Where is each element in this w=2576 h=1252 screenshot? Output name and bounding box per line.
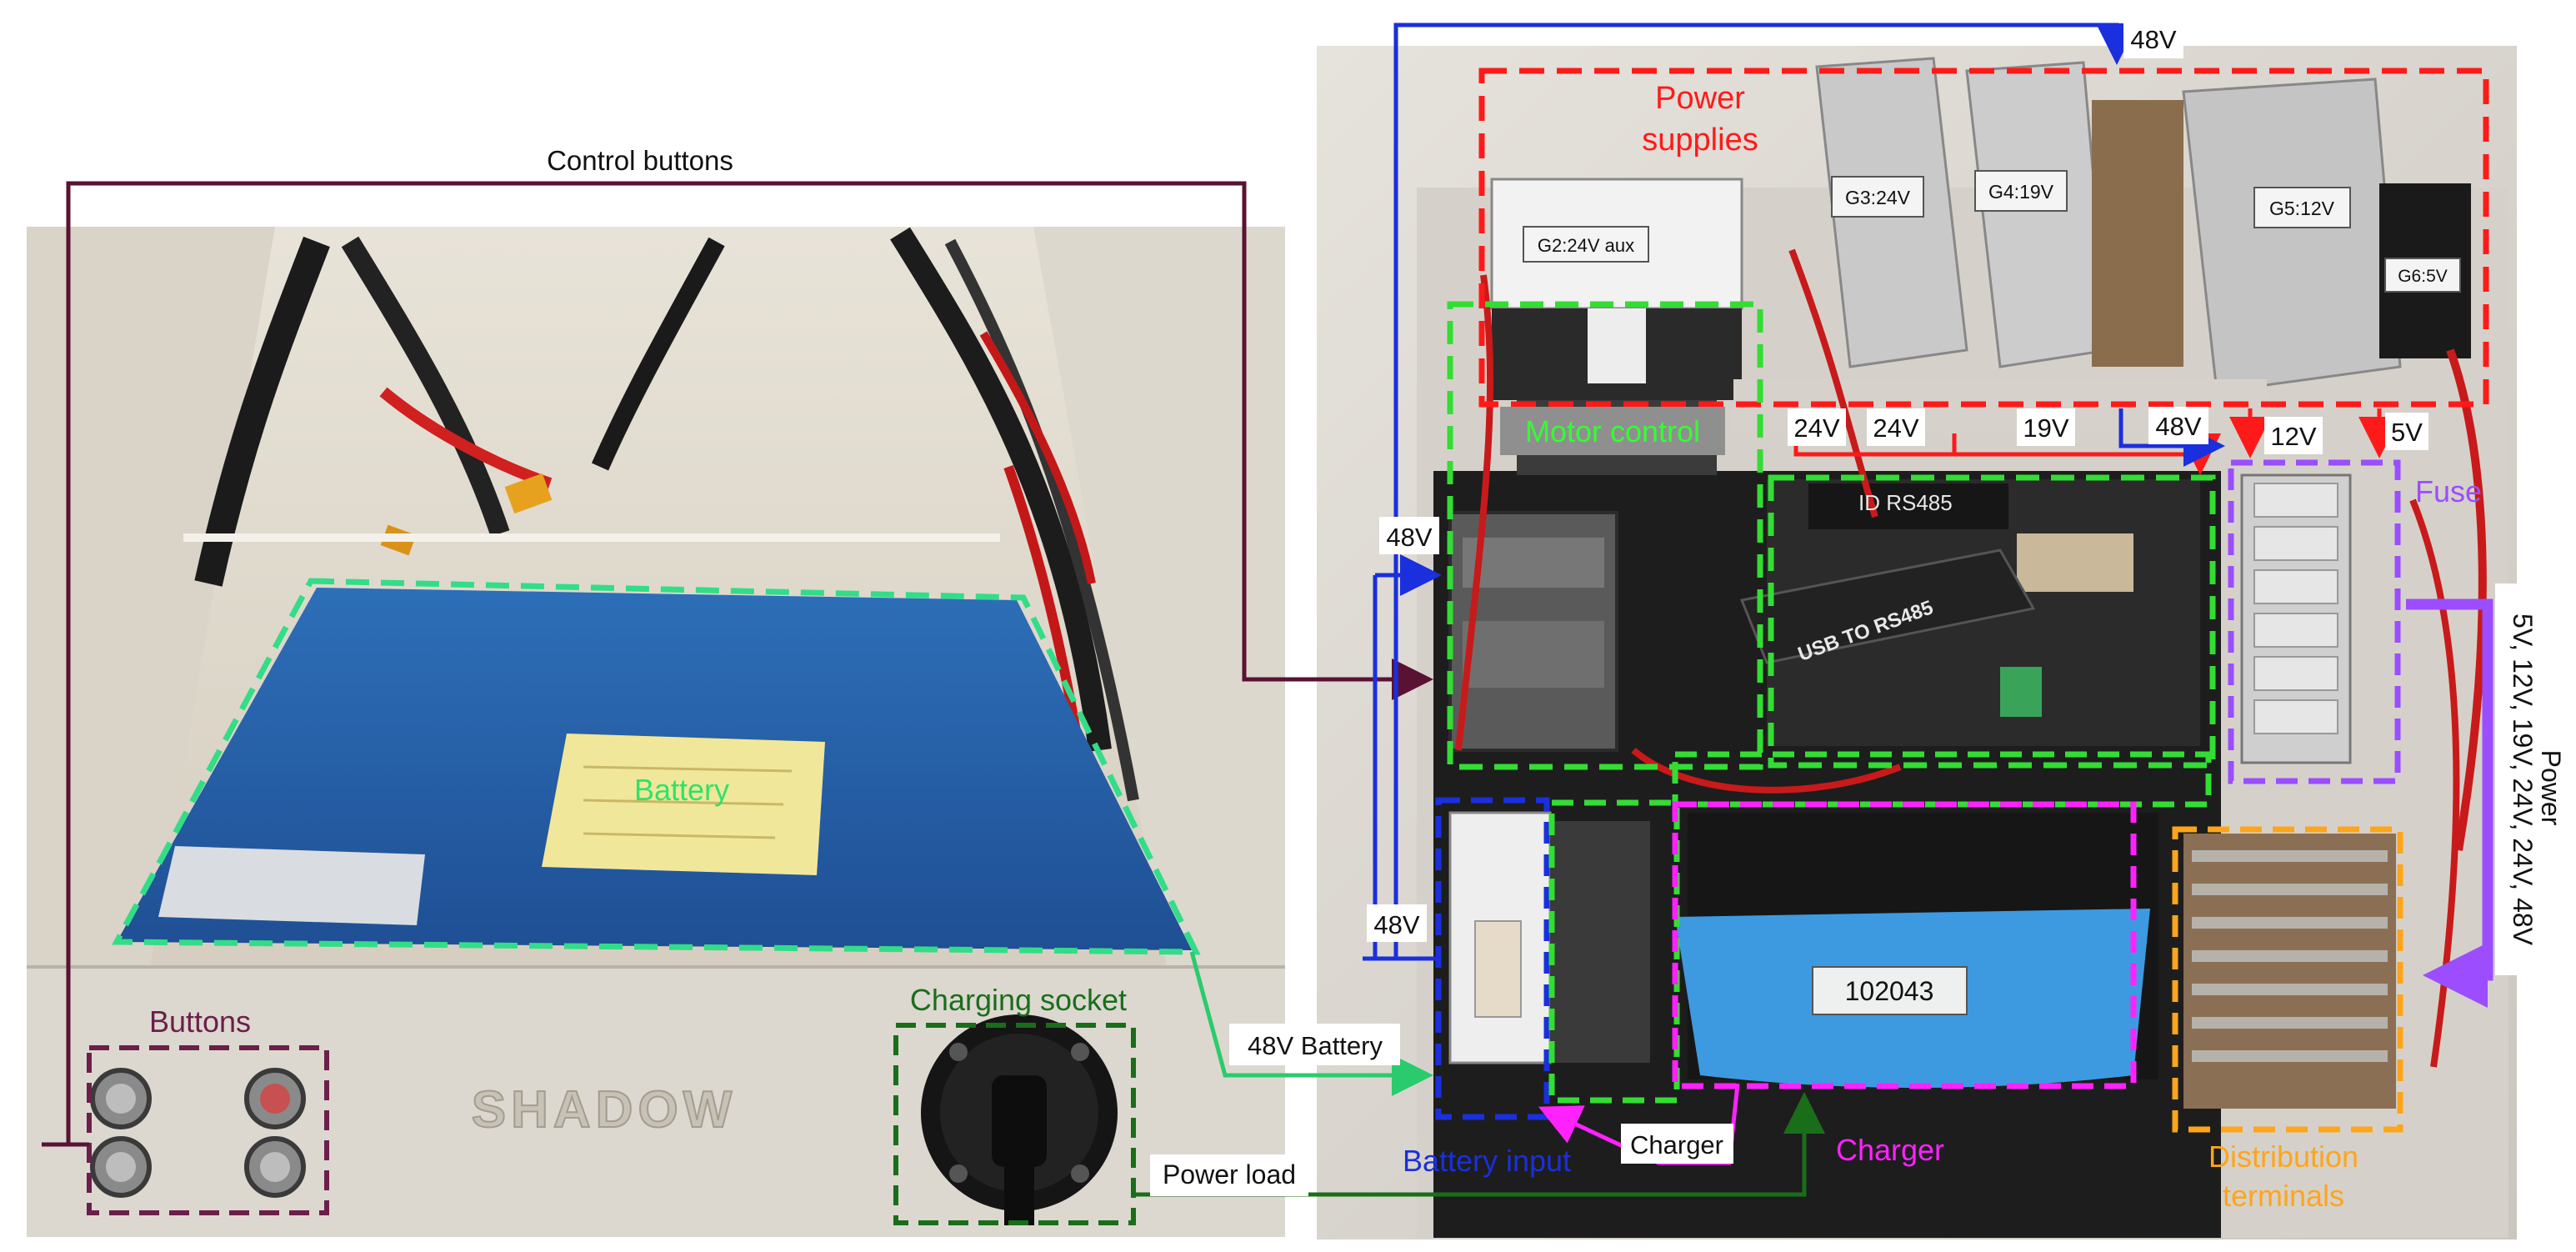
motor-48v-label: 48V [1386,523,1432,552]
charger-serial: 102043 [1845,976,1934,1006]
battery-input-label: Battery input [1403,1144,1571,1178]
battery-box [112,578,1201,955]
charging-socket-label: Charging socket [910,983,1127,1017]
psu-tag-g6: G6:5V [2398,267,2448,286]
distribution-box [2172,826,2403,1133]
power-load-arrow [1133,1092,1825,1197]
rs485-id-text: ID RS485 [1858,490,1953,515]
battery-48v-label: 48V [1373,910,1419,939]
power-side-label: Power [2536,750,2566,826]
rail-voltage-24v-b: 24V [1873,413,1918,443]
psu-tags: G2:24V aux G3:24V G4:19V G5:12V G6:5V [1523,170,2461,293]
rs485-box [1768,474,2216,769]
power-supplies-label-line2: supplies [1642,123,1758,158]
fuse-distribution-arrow [2406,598,2493,1008]
fuse-box [2228,459,2401,784]
power-supplies-label-line1: Power [1655,81,1745,116]
battery-label: Battery [634,773,729,807]
power-side-values: 5V, 12V, 19V, 24V, 24V, 48V [2508,613,2538,946]
power-load-label: Power load [1163,1159,1296,1189]
rail-voltage-24v-a: 24V [1793,413,1839,443]
control-buttons-arrow [66,181,1433,1144]
push-buttons [90,1068,306,1198]
charging-socket [921,1014,1118,1225]
rail-voltage-19v: 19V [2023,413,2068,443]
control-buttons-label: Control buttons [547,145,733,176]
battery-link-arrow [1189,951,1433,1096]
brand-text: SHADOW [472,1081,737,1139]
buttons-box [87,1045,329,1215]
psu-tag-g5: G5:12V [2269,198,2335,219]
charger-label: Charger [1836,1133,1944,1167]
fuse-label: Fuse [2415,474,2482,508]
motor-control-label: Motor control [1525,414,1700,448]
rail-voltage-48v: 48V [2155,412,2201,441]
battery-link-label: 48V Battery [1248,1031,1383,1060]
motor-control-box [1447,301,1763,770]
psu-tag-g2: G2:24V aux [1538,235,1634,256]
rail-voltage-labels: 24V 24V 19V 48V 12V 5V [1788,407,2428,454]
distribution-label-line1: Distribution [2208,1139,2358,1174]
battery-note [542,734,825,875]
rail-voltage-5v: 5V [2391,418,2423,447]
rail-voltage-12v: 12V [2270,422,2316,451]
charger-arrow-label: Charger [1630,1130,1723,1159]
power-supplies-box [1478,68,2489,408]
left-photo: SHADOW [27,227,1285,1237]
buttons-label: Buttons [149,1004,251,1039]
psu-tag-g4: G4:19V [1988,181,2054,203]
psu-tag-g3: G3:24V [1845,187,1911,208]
charger-box [1672,801,2137,1089]
distribution-label-line2: terminals [2223,1179,2344,1213]
charging-socket-box [893,1023,1136,1225]
top-48v-label: 48V [2130,25,2176,54]
